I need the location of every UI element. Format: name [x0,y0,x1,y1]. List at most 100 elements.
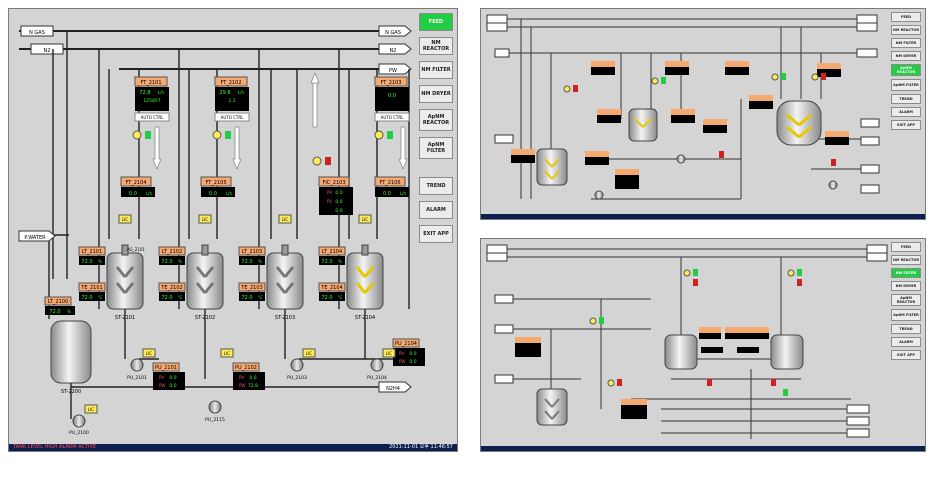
fic-2103-display [319,187,353,215]
apnm-nav-apnm-reactor-button[interactable]: ApNM REACTOR [891,64,921,76]
ft-2102-tag[interactable] [214,76,248,87]
ft-2102-name: FT_2102 [220,80,241,86]
te-2102-tag[interactable] [158,282,186,292]
lic-2103[interactable] [278,214,292,224]
pump-pu-2100[interactable] [72,414,86,428]
apnm-nav-feed-button[interactable]: FEED [891,12,921,22]
lt-2100-tag[interactable] [44,296,72,306]
nmf-nav-nm-dryer-button[interactable]: NM DRYER [891,281,921,291]
lt-2104-tag[interactable] [318,246,346,256]
ft-2103-tag[interactable] [374,76,408,87]
apnm-valves[interactable] [563,73,836,166]
pu-2101-tag[interactable] [152,362,180,372]
apnm-pumps[interactable] [594,154,838,200]
nmf-nav-trend-button[interactable]: TREND [891,324,921,334]
nmf-nav-feed-button[interactable]: FEED [891,242,921,252]
lic-pump-2102[interactable] [220,348,234,358]
apnm-nav-exit-button[interactable]: EXIT APP [891,120,921,130]
pump-pu-2115[interactable] [208,400,222,414]
apnm-nav-nm-dryer-button[interactable]: NM DRYER [891,51,921,61]
lic-pump-2103[interactable] [302,348,316,358]
ft-2105-tag[interactable] [200,176,232,187]
valve-cluster-2[interactable] [212,130,231,140]
ft-2104-tag[interactable] [120,176,152,187]
pu-2101-name: PU_2101 [155,365,177,371]
lic-2103-label: LIC [282,217,288,222]
fic-2103-tag[interactable] [318,176,350,187]
nmf-nav-alarm-button[interactable]: ALARM [891,337,921,347]
lt-2102-tag[interactable] [158,246,186,256]
te-2101-tag[interactable] [78,282,106,292]
apnm-reactor-vessel-main[interactable] [776,100,822,146]
nm-filter-vessel-1[interactable] [664,334,698,370]
reactor-st-2104[interactable] [346,244,384,310]
apnm-nav-alarm-button[interactable]: ALARM [891,107,921,117]
te-2103-tag[interactable] [238,282,266,292]
lic-pump-2101[interactable] [142,348,156,358]
te-2104-tag[interactable] [318,282,346,292]
ft-2101-auto-ctrl[interactable] [134,112,170,122]
lic-2102-label: LIC [202,217,208,222]
nm-filter-reactor[interactable] [536,388,568,426]
nmf-nav-exit-button[interactable]: EXIT APP [891,350,921,360]
apnm-nav-trend-button[interactable]: TREND [891,94,921,104]
lt-2101-tag[interactable] [78,246,106,256]
nmf-nav-apnm-filter-button[interactable]: ApNM FILTER [891,309,921,321]
ft-2102-unit: L/h [238,90,245,95]
ft-2106-tag[interactable] [374,176,406,187]
nav-apnm-reactor-button[interactable]: ApNM REACTOR [419,109,453,131]
reactor-st-2103[interactable] [266,244,304,310]
ft-2101-tag[interactable] [134,76,168,87]
nav-apnm-filter-button[interactable]: ApNM FILTER [419,137,453,159]
nav-trend-button[interactable]: TREND [419,177,453,195]
apnm-nav-apnm-filter-button[interactable]: ApNM FILTER [891,79,921,91]
nav-feed-button[interactable]: FEED [419,13,453,31]
nav-nm-dryer-button[interactable]: NM DRYER [419,85,453,103]
lt-2103-display [239,256,265,265]
lic-2102[interactable] [198,214,212,224]
alarm-message[interactable]: TANK LEVEL HIGH ALARM ACTIVE [13,444,97,450]
nav-exit-app-button[interactable]: EXIT APP [419,225,453,243]
storage-tank-st-2200[interactable] [50,320,92,384]
pump-pu-2101[interactable] [130,358,144,372]
nm-filter-valves[interactable] [589,269,802,396]
pu-2102-tag[interactable] [232,362,260,372]
nm-filter-instrument-panels[interactable] [515,327,769,419]
lic-pump-2100[interactable] [84,404,98,414]
apnm-reactor-vessel-2[interactable] [628,108,658,142]
reactor-st-2101[interactable] [106,244,144,310]
apnm-nav-nm-filter-button[interactable]: NM FILTER [891,38,921,48]
reactor-st-2102[interactable] [186,244,224,310]
pump-pu-2103[interactable] [290,358,304,372]
valve-cluster-1[interactable] [132,130,151,140]
lt-2103-tag[interactable] [238,246,266,256]
valve-cluster-3[interactable] [374,130,393,140]
apnm-nav-nm-reactor-button[interactable]: NM REACTOR [891,25,921,35]
ft-2101-total: 125857 [143,98,160,104]
nmf-nav-nm-reactor-button[interactable]: NM REACTOR [891,255,921,265]
lic-pump-2104-label: LIC [386,351,392,356]
pu-2102-name: PU_2102 [235,365,257,371]
lic-pump-2104[interactable] [382,348,396,358]
ft-2103-auto-ctrl[interactable] [374,112,410,122]
ft-2101-auto-ctrl-label: AUTO CTRL [141,115,165,120]
valve-cluster-4[interactable] [312,156,331,166]
apnm-reactor-vessel-1[interactable] [536,148,568,186]
pu-2104-tag[interactable] [392,338,420,348]
nmf-nav-apnm-reactor-button[interactable]: ApNM REACTOR [891,294,921,306]
pu-2104-pw: 0.0 [409,359,416,365]
lic-2104[interactable] [358,214,372,224]
lic-2101[interactable] [118,214,132,224]
pu-2101-display [153,372,185,390]
pump-pu-2104[interactable] [370,358,384,372]
nmf-nav-nm-filter-button[interactable]: NM FILTER [891,268,921,278]
nav-alarm-button[interactable]: ALARM [419,201,453,219]
nav-nm-reactor-button[interactable]: NM REACTOR [419,37,453,55]
pu-2102-pv: 0.0 [249,375,256,381]
p-water-label: P.WATER [24,235,46,241]
nav-nm-filter-button[interactable]: NM FILTER [419,61,453,79]
nm-filter-vessel-2[interactable] [770,334,804,370]
ft-2102-auto-ctrl[interactable] [214,112,250,122]
lic-2104-label: LIC [362,217,368,222]
apnm-instrument-panels[interactable] [511,61,849,189]
